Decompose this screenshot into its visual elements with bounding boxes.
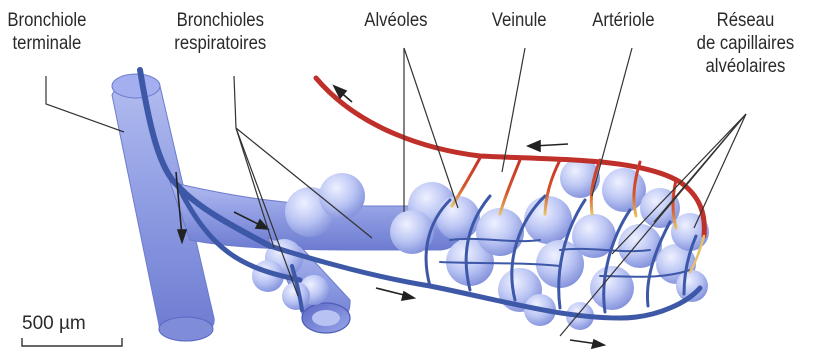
label-reseau-capillaires: Réseau de capillaires alvéolaires (697, 9, 795, 78)
label-arteriole: Artériole (592, 9, 654, 32)
scale-bar (22, 338, 122, 346)
label-veinule: Veinule (492, 9, 547, 32)
label-bronchioles-respiratoires: Bronchioles respiratoires (174, 9, 266, 55)
label-alveoles: Alvéoles (364, 9, 427, 32)
label-bronchiole-terminale: Bronchiole terminale (7, 9, 86, 55)
scale-bar-label: 500 µm (22, 313, 86, 335)
